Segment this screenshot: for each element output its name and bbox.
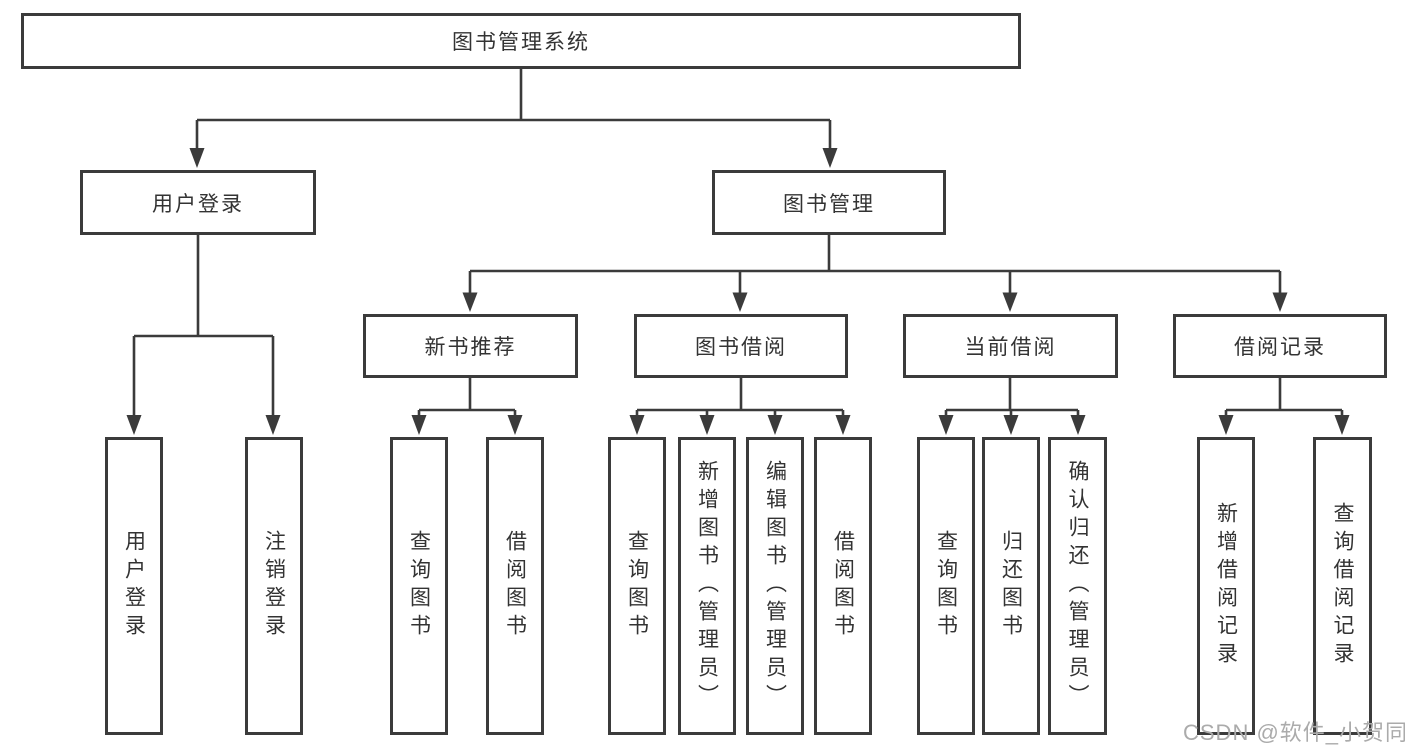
connector-current-borrowing-to-leaves — [944, 378, 1080, 417]
leaf-bb-add-book-admin: 新增图书（管理员） — [678, 437, 736, 735]
leaf-rec-borrow-books: 借阅图书 — [486, 437, 544, 735]
leaf-bb-query-books-label: 查询图书 — [625, 530, 649, 642]
arrowhead-cb-query-books — [938, 415, 954, 435]
leaf-br-add-record-label: 新增借阅记录 — [1214, 502, 1238, 670]
node-borrowing-records: 借阅记录 — [1173, 314, 1387, 378]
arrowhead-book-borrowing — [732, 292, 748, 312]
node-book-management: 图书管理 — [712, 170, 946, 235]
arrowhead-rec-borrow-books — [507, 415, 523, 435]
arrowhead-borrowing-records — [1272, 292, 1288, 312]
csdn-watermark: CSDN @软件_小贺同学 — [1183, 720, 1405, 745]
node-library-management-system: 图书管理系统 — [21, 13, 1021, 69]
arrowhead-cb-return-books — [1003, 415, 1019, 435]
node-book-borrowing-label: 图书借阅 — [695, 336, 787, 359]
leaf-bb-edit-book-admin-label: 编辑图书（管理员） — [763, 460, 787, 712]
arrowhead-rec-query-books — [411, 415, 427, 435]
arrowhead-new-book-recommend — [462, 292, 478, 312]
arrowhead-leaf-user-login — [126, 415, 142, 435]
connector-user-login-to-leaves — [132, 235, 275, 417]
connector-book-management-to-level3 — [468, 235, 1282, 295]
arrowhead-bb-edit-book — [767, 415, 783, 435]
leaf-rec-borrow-books-label: 借阅图书 — [503, 530, 527, 642]
node-user-login-label: 用户登录 — [152, 192, 244, 216]
leaf-rec-query-books: 查询图书 — [390, 437, 448, 735]
leaf-user-login-label: 用户登录 — [122, 530, 146, 642]
leaf-br-query-record-label: 查询借阅记录 — [1331, 502, 1354, 670]
leaf-br-add-record: 新增借阅记录 — [1197, 437, 1255, 735]
connector-book-borrowing-to-leaves — [635, 378, 845, 417]
leaf-logout: 注销登录 — [245, 437, 303, 735]
node-new-book-recommend-label: 新书推荐 — [424, 336, 517, 359]
leaf-bb-edit-book-admin: 编辑图书（管理员） — [746, 437, 804, 735]
leaf-cb-query-books: 查询图书 — [917, 437, 975, 735]
node-book-borrowing: 图书借阅 — [634, 314, 848, 378]
leaf-bb-add-book-admin-label: 新增图书（管理员） — [695, 460, 719, 712]
leaf-user-login: 用户登录 — [105, 437, 163, 735]
node-user-login: 用户登录 — [80, 170, 316, 235]
connector-borrowing-records-to-leaves — [1224, 378, 1344, 417]
node-borrowing-records-label: 借阅记录 — [1234, 336, 1326, 359]
leaf-cb-return-books: 归还图书 — [982, 437, 1040, 735]
leaf-br-query-record: 查询借阅记录 — [1313, 437, 1372, 735]
leaf-cb-return-books-label: 归还图书 — [999, 530, 1023, 642]
node-library-management-system-label: 图书管理系统 — [452, 31, 590, 54]
arrowhead-bb-query-books — [629, 415, 645, 435]
arrowhead-user-login — [189, 148, 205, 168]
arrowhead-bb-add-book — [699, 415, 715, 435]
leaf-rec-query-books-label: 查询图书 — [407, 530, 431, 642]
leaf-cb-confirm-return-admin: 确认归还（管理员） — [1048, 437, 1107, 735]
arrowhead-book-management — [822, 148, 838, 168]
leaf-bb-query-books: 查询图书 — [608, 437, 666, 735]
leaf-bb-borrow-books: 借阅图书 — [814, 437, 872, 735]
arrowhead-bb-borrow-books — [835, 415, 851, 435]
node-current-borrowing: 当前借阅 — [903, 314, 1118, 378]
leaf-logout-label: 注销登录 — [262, 530, 286, 642]
node-current-borrowing-label: 当前借阅 — [964, 336, 1057, 359]
node-new-book-recommend: 新书推荐 — [363, 314, 578, 378]
node-book-management-label: 图书管理 — [783, 192, 875, 216]
leaf-bb-borrow-books-label: 借阅图书 — [831, 530, 855, 642]
arrowhead-leaf-logout — [265, 415, 281, 435]
connector-new-book-recommend-to-leaves — [417, 378, 517, 417]
arrowhead-br-query-record — [1334, 415, 1350, 435]
connector-root-to-level2 — [195, 68, 832, 150]
leaf-cb-confirm-return-admin-label: 确认归还（管理员） — [1066, 460, 1089, 712]
arrowhead-br-add-record — [1218, 415, 1234, 435]
arrowhead-cb-confirm-return — [1070, 415, 1086, 435]
leaf-cb-query-books-label: 查询图书 — [934, 530, 958, 642]
arrowhead-current-borrowing — [1002, 292, 1018, 312]
